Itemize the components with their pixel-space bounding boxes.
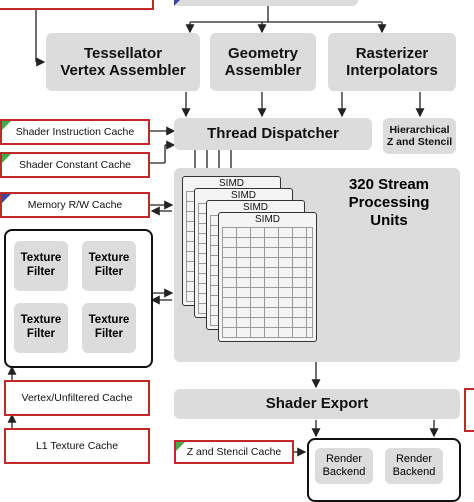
green-corner-marker bbox=[2, 154, 11, 163]
hierarchical-z-line2: Z and Stencil bbox=[386, 136, 453, 148]
shader-constant-cache-label: Shader Constant Cache bbox=[18, 159, 132, 171]
tessellator-line1: Tessellator bbox=[83, 44, 163, 62]
simd-label: SIMD bbox=[231, 190, 256, 201]
tessellator-vertex-assembler-block: Tessellator Vertex Assembler bbox=[46, 33, 200, 91]
geometry-line1: Geometry bbox=[227, 44, 299, 62]
memory-rw-cache: Memory R/W Cache bbox=[0, 192, 150, 218]
l1-texture-cache-label: L1 Texture Cache bbox=[35, 440, 119, 452]
render-backend-2-line2: Backend bbox=[392, 466, 436, 478]
texture-filter-2-line2: Filter bbox=[94, 266, 124, 278]
spu-title-line2: Processing bbox=[348, 194, 430, 211]
render-backend-1-line1: Render bbox=[325, 452, 363, 465]
texture-filter-4-line2: Filter bbox=[94, 328, 124, 340]
rasterizer-line1: Rasterizer bbox=[355, 44, 429, 62]
texture-filter-4-line1: Texture bbox=[88, 314, 130, 327]
simd-label: SIMD bbox=[255, 214, 280, 225]
shader-constant-cache: Shader Constant Cache bbox=[0, 152, 150, 178]
rasterizer-line2: Interpolators bbox=[346, 62, 438, 79]
shader-export-block: Shader Export bbox=[174, 389, 460, 419]
texture-filter-3-line2: Filter bbox=[26, 328, 56, 340]
green-corner-marker bbox=[2, 121, 11, 130]
render-backend-1-line2: Backend bbox=[322, 466, 366, 478]
vertex-unfiltered-cache: Vertex/Unfiltered Cache bbox=[4, 380, 150, 416]
shader-export-label: Shader Export bbox=[265, 395, 369, 413]
spu-title-line1: 320 Stream bbox=[348, 176, 430, 193]
top-left-cache-edge bbox=[0, 0, 154, 10]
simd-unit-4: SIMD bbox=[218, 212, 317, 342]
thread-dispatcher-label: Thread Dispatcher bbox=[207, 125, 339, 143]
texture-filter-2-line1: Texture bbox=[88, 252, 130, 265]
geometry-assembler-block: Geometry Assembler bbox=[210, 33, 316, 91]
z-stencil-cache-label: Z and Stencil Cache bbox=[186, 446, 282, 458]
tessellator-line2: Vertex Assembler bbox=[60, 62, 186, 79]
render-backend-2-line1: Render bbox=[395, 452, 433, 465]
texture-filter-1-line2: Filter bbox=[26, 266, 56, 278]
geometry-line2: Assembler bbox=[224, 62, 302, 79]
spu-title-line3: Units bbox=[370, 212, 408, 229]
memory-rw-cache-label: Memory R/W Cache bbox=[27, 199, 123, 211]
blue-corner-marker bbox=[2, 194, 11, 203]
simd-label: SIMD bbox=[243, 202, 268, 213]
z-stencil-cache: Z and Stencil Cache bbox=[174, 440, 294, 464]
texture-filter-3-line1: Texture bbox=[20, 314, 62, 327]
right-edge-cache-fragment bbox=[464, 388, 474, 432]
hierarchical-z-stencil-block: Hierarchical Z and Stencil bbox=[383, 118, 456, 154]
top-right-block-edge bbox=[174, 0, 358, 6]
l1-texture-cache: L1 Texture Cache bbox=[4, 428, 150, 464]
hierarchical-z-line1: Hierarchical bbox=[389, 123, 450, 136]
shader-instruction-cache-label: Shader Instruction Cache bbox=[15, 126, 135, 138]
stream-processing-title: 320 Stream Processing Units bbox=[330, 176, 448, 230]
texture-filter-1-line1: Texture bbox=[20, 252, 62, 265]
vertex-unfiltered-cache-label: Vertex/Unfiltered Cache bbox=[21, 392, 133, 404]
shader-instruction-cache: Shader Instruction Cache bbox=[0, 119, 150, 145]
thread-dispatcher-block: Thread Dispatcher bbox=[174, 118, 372, 150]
simd-label: SIMD bbox=[219, 178, 244, 189]
simd-grid bbox=[222, 227, 313, 338]
green-corner-marker bbox=[176, 442, 185, 451]
rasterizer-interpolators-block: Rasterizer Interpolators bbox=[328, 33, 456, 91]
